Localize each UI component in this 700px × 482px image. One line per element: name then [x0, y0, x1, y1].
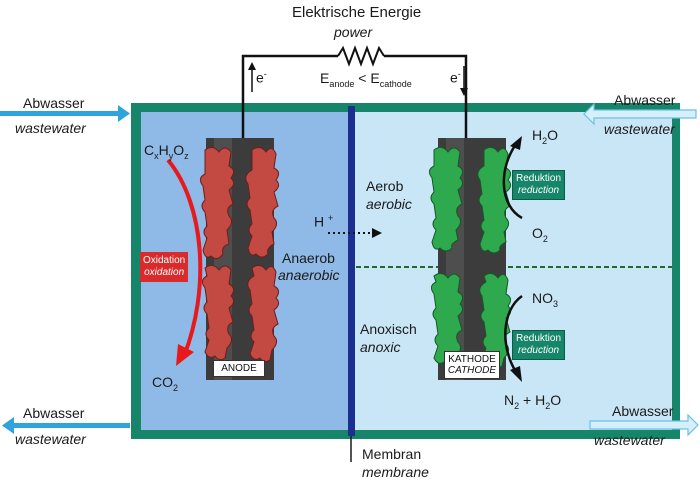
substrate-formula: CxHyOz — [144, 142, 189, 161]
outflow-right-label: Abwasser — [612, 403, 674, 419]
membrane-label: Membran — [362, 446, 422, 462]
oxidation-arrowhead — [176, 344, 194, 366]
water-top-label: H2O — [532, 127, 559, 146]
products-bottom-label: N2 + H2O — [504, 392, 562, 411]
inflow-arrow-left — [0, 105, 130, 122]
anode-label: ANODE — [213, 360, 265, 377]
inflow-left-label-en: wastewater — [15, 120, 86, 136]
anaerobic-label: Anaerob — [282, 250, 335, 266]
proton-arrowhead — [372, 228, 382, 238]
resistor-icon — [337, 45, 385, 67]
aerobic-label-en: aerobic — [366, 196, 412, 212]
inflow-right-label: Abwasser — [614, 92, 676, 108]
outflow-left-label: Abwasser — [23, 405, 85, 421]
anoxic-label: Anoxisch — [360, 321, 417, 337]
membrane-label-en: membrane — [362, 464, 429, 480]
outflow-arrow-left — [2, 417, 130, 434]
outflow-arrow-right — [589, 413, 699, 437]
inflow-arrow-right — [583, 102, 697, 126]
anoxic-label-en: anoxic — [360, 339, 401, 355]
electron-arrowhead-down — [460, 88, 468, 96]
oxygen-label: O2 — [532, 225, 548, 244]
inflow-right-label-en: wastewater — [604, 121, 675, 137]
nitrate-label: NO3 — [532, 290, 559, 309]
electron-label-left: e- — [256, 69, 267, 86]
reduction-arrow-top — [502, 143, 523, 220]
reduction-arrow-bottom — [504, 294, 523, 373]
outflow-left-label-en: wastewater — [15, 431, 86, 447]
outflow-right-label-en: wastewater — [594, 432, 665, 448]
electron-arrowhead-up — [248, 62, 256, 70]
oxidation-arrow — [166, 158, 203, 357]
anode-biofilm — [199, 146, 280, 363]
wire-right — [384, 54, 468, 143]
power-label-en: power — [334, 24, 373, 40]
aerobic-label: Aerob — [366, 178, 404, 194]
membrane-bar — [348, 106, 355, 436]
potential-relation: Eanode < Ecathode — [320, 70, 412, 89]
anaerobic-label-en: anaerobic — [278, 267, 340, 283]
electron-label-right: e- — [450, 69, 461, 86]
power-label: Elektrische Energie — [292, 4, 422, 21]
inflow-left-label: Abwasser — [23, 95, 85, 111]
co2-label: CO2 — [152, 374, 179, 393]
cathode-chamber — [355, 112, 672, 430]
proton-label: H + — [314, 213, 334, 230]
wire-left — [241, 54, 338, 143]
